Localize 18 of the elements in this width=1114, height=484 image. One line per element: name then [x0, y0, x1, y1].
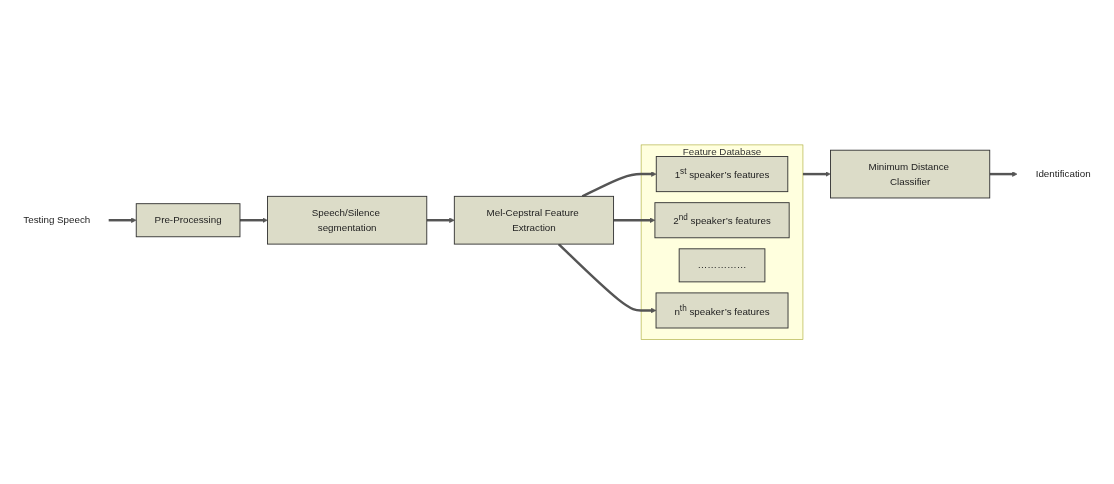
- node-text: Testing Speech: [23, 214, 91, 225]
- arrow: [108, 217, 137, 223]
- arrow: [557, 242, 657, 313]
- node-box: ……………: [678, 248, 766, 283]
- node-box: n$^{th}$ speaker’s features: [655, 292, 789, 329]
- arrow: [989, 171, 1018, 177]
- arrow: [613, 217, 656, 223]
- node-box: Minimum Distance Classifier: [830, 149, 991, 199]
- arrow: [426, 217, 455, 223]
- node-text: Identification: [1035, 168, 1091, 179]
- node-box: Mel-Cepstral Feature Extraction: [453, 195, 614, 245]
- arrow: [802, 171, 831, 177]
- arrow: [581, 171, 657, 198]
- arrow: [239, 217, 268, 223]
- node-box: 1$^{st}$ speaker’s features: [655, 155, 789, 192]
- node-box: 2$^{nd}$ speaker’s features: [654, 201, 790, 238]
- node-box: Speech/Silence segmentation: [267, 195, 428, 245]
- node-box: Pre-Processing: [135, 202, 241, 237]
